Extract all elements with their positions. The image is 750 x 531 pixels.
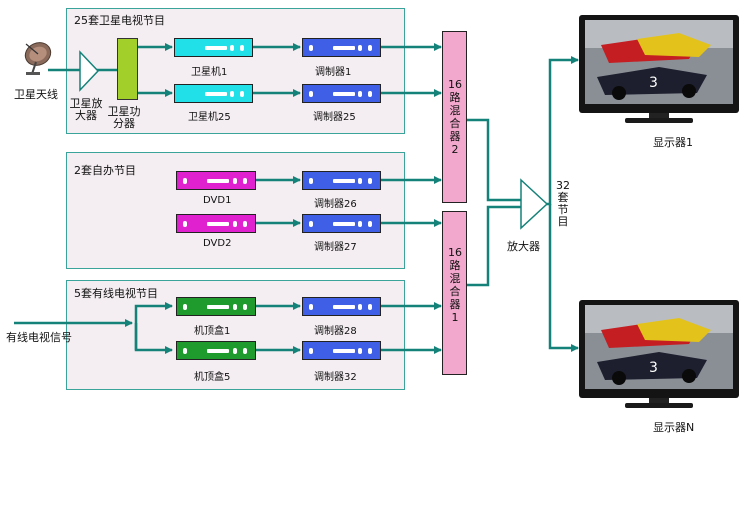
modulator-25 xyxy=(302,84,381,103)
set-top-box-1 xyxy=(176,297,256,316)
self-program-panel-title: 2套自办节目 xyxy=(74,164,136,177)
satellite-splitter-label: 卫星功分器 xyxy=(107,105,141,130)
modulator-1-label: 调制器1 xyxy=(315,67,352,78)
display-n: 3 xyxy=(579,300,739,410)
modulator-28 xyxy=(302,297,381,316)
satellite-receiver-1 xyxy=(174,38,253,57)
satellite-dish-icon xyxy=(18,38,54,78)
modulator-26-label: 调制器26 xyxy=(314,199,357,210)
dvd-player-2 xyxy=(176,214,256,233)
set-top-box-5 xyxy=(176,341,256,360)
modulator-32-label: 调制器32 xyxy=(314,372,357,383)
set-top-box-5-label: 机顶盒5 xyxy=(194,372,231,383)
satellite-amplifier-label: 卫星放大器 xyxy=(69,97,103,122)
modulator-27 xyxy=(302,214,381,233)
satellite-receiver-25 xyxy=(174,84,253,103)
amplifier-icon xyxy=(519,178,549,230)
antenna-label: 卫星天线 xyxy=(14,88,58,101)
modulator-1 xyxy=(302,38,381,57)
satellite-panel-title: 25套卫星电视节目 xyxy=(74,14,165,27)
modulator-28-label: 调制器28 xyxy=(314,326,357,337)
modulator-27-label: 调制器27 xyxy=(314,242,357,253)
amplifier-label: 放大器 xyxy=(507,240,540,253)
modulator-25-label: 调制器25 xyxy=(313,112,356,123)
set-top-box-1-label: 机顶盒1 xyxy=(194,326,231,337)
dvd-1-label: DVD1 xyxy=(203,195,232,206)
display-1: 3 xyxy=(579,15,739,125)
svg-text:3: 3 xyxy=(649,360,658,376)
satellite-receiver-1-label: 卫星机1 xyxy=(191,67,228,78)
dvd-2-label: DVD2 xyxy=(203,238,232,249)
svg-text:3: 3 xyxy=(649,75,658,91)
modulator-26 xyxy=(302,171,381,190)
satellite-amplifier-icon xyxy=(78,50,100,92)
satellite-splitter xyxy=(117,38,138,100)
cable-panel-title: 5套有线电视节目 xyxy=(74,287,158,300)
satellite-receiver-25-label: 卫星机25 xyxy=(188,112,231,123)
modulator-32 xyxy=(302,341,381,360)
display-n-label: 显示器N xyxy=(653,421,695,434)
dvd-player-1 xyxy=(176,171,256,190)
cable-input-label: 有线电视信号 xyxy=(6,331,72,344)
display-1-label: 显示器1 xyxy=(653,136,693,149)
